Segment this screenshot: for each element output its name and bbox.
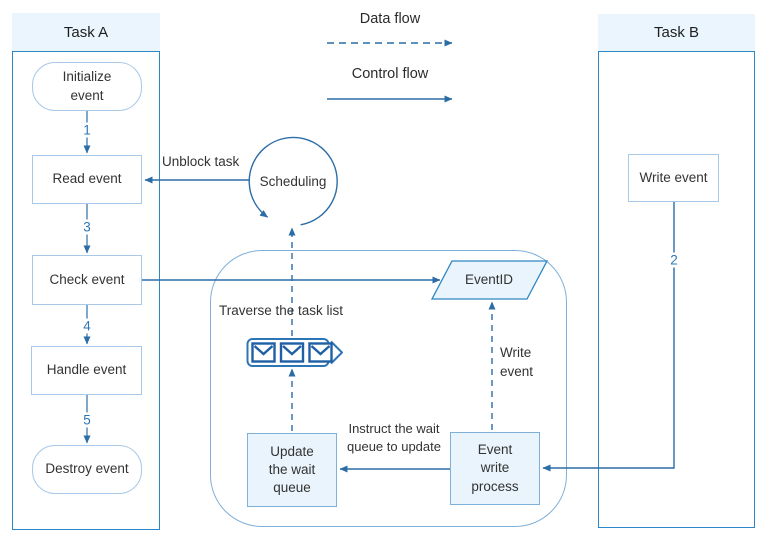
envelope-icon [308,342,333,363]
unblock-task-label: Unblock task [162,154,240,169]
task-b-title: Task B [653,24,699,41]
node-update-wait-queue: Update the wait queue [247,433,337,507]
node-check-event: Check event [32,255,142,305]
message-queue-icon [246,338,343,367]
task-b-header: Task B [598,14,755,52]
traverse-task-list-label: Traverse the task list [219,303,344,318]
step-number-5: 5 [80,412,94,428]
eventid-label: EventID [464,272,514,287]
node-write-event: Write event [628,154,719,202]
kernel-container [210,250,567,527]
task-a-header: Task A [12,13,160,52]
write-event-flow-label: Write event [500,345,534,379]
instruct-wait-queue-label: Instruct the wait queue to update [347,421,441,455]
envelope-icon [279,342,305,363]
step-number-4: 4 [80,318,94,334]
data-flow-label: Data flow [359,11,421,27]
node-read-event: Read event [32,155,142,204]
node-destroy-event: Destroy event [32,445,142,494]
step-number-3: 3 [80,219,94,235]
node-event-write-process: Event write process [450,432,540,505]
scheduling-label: Scheduling [259,174,327,189]
node-handle-event: Handle event [31,346,142,395]
node-initialize-event: Initialize event [32,62,142,111]
scheduling-loop-icon [248,136,338,226]
envelope-icon [251,342,276,363]
step-number-2: 2 [667,252,681,268]
write-event-to-process-arrow [542,202,675,472]
eventid-shape [430,260,549,300]
step-number-1: 1 [80,122,94,138]
control-flow-label: Control flow [351,66,429,82]
task-a-title: Task A [63,23,109,41]
